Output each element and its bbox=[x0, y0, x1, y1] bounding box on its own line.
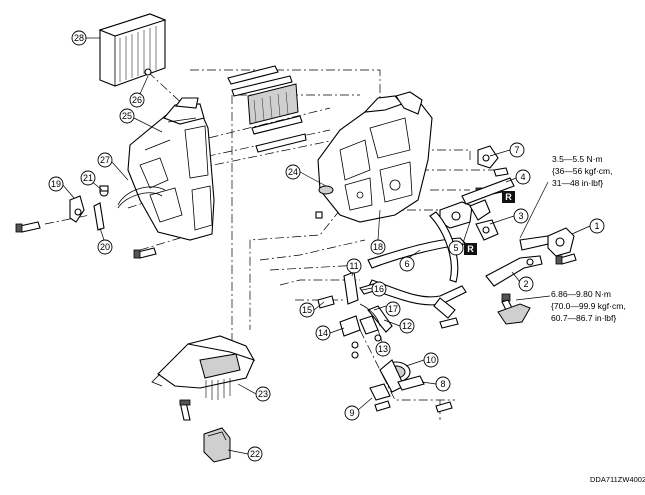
bracket-part bbox=[477, 145, 499, 169]
air-filter-part bbox=[98, 13, 167, 87]
link-plate-part bbox=[461, 177, 515, 205]
link-rod-part bbox=[117, 186, 166, 209]
callout-14: 14 bbox=[315, 325, 331, 341]
leader-lines bbox=[61, 37, 591, 455]
replace-badge-upper: R bbox=[502, 191, 515, 203]
torque-spec-lower: 6.86—9.80 N·m {70.0—99.9 kgf·cm, 60.7—86… bbox=[551, 289, 626, 323]
svg-text:4: 4 bbox=[520, 172, 525, 182]
callout-4: 4 bbox=[515, 169, 531, 185]
replace-badge-lower: R bbox=[464, 243, 477, 255]
callout-3: 3 bbox=[513, 208, 529, 224]
callout-28: 28 bbox=[71, 30, 87, 46]
left-linkage-parts bbox=[69, 185, 109, 231]
svg-text:6.86—9.80 N·m: 6.86—9.80 N·m bbox=[551, 289, 611, 299]
svg-text:R: R bbox=[467, 244, 474, 254]
link-arm-part bbox=[485, 255, 543, 287]
callout-8: 8 bbox=[435, 376, 451, 392]
svg-text:{70.0—99.9 kgf·cm,: {70.0—99.9 kgf·cm, bbox=[551, 301, 626, 311]
svg-text:18: 18 bbox=[373, 242, 383, 252]
callout-10: 10 bbox=[423, 352, 439, 368]
callout-1: 1 bbox=[589, 218, 605, 234]
svg-text:20: 20 bbox=[100, 242, 110, 252]
callout-22: 22 bbox=[247, 446, 263, 462]
heater-case-left-part bbox=[127, 97, 215, 241]
svg-text:9: 9 bbox=[349, 408, 354, 418]
callout-25: 25 bbox=[119, 108, 135, 124]
svg-text:31—48 in·lbf}: 31—48 in·lbf} bbox=[552, 178, 603, 188]
screw-part bbox=[144, 68, 152, 76]
svg-text:24: 24 bbox=[288, 167, 298, 177]
lower-link-part bbox=[369, 375, 425, 401]
actuator-gear-part bbox=[379, 359, 411, 393]
callout-20: 20 bbox=[97, 239, 113, 255]
callout-19: 19 bbox=[48, 176, 64, 192]
svg-text:28: 28 bbox=[74, 33, 84, 43]
svg-text:{36—56 kgf·cm,: {36—56 kgf·cm, bbox=[552, 166, 612, 176]
svg-text:5: 5 bbox=[453, 243, 458, 253]
svg-text:3: 3 bbox=[518, 211, 523, 221]
callout-18: 18 bbox=[370, 239, 386, 255]
callout-13: 13 bbox=[375, 341, 391, 357]
torque-spec-upper: 3.5—5.5 N·m {36—56 kgf·cm, 31—48 in·lbf} bbox=[552, 154, 612, 188]
svg-text:19: 19 bbox=[51, 179, 61, 189]
svg-text:12: 12 bbox=[402, 321, 412, 331]
callout-21: 21 bbox=[80, 170, 96, 186]
figure-code: DDA711ZW4002 bbox=[590, 475, 645, 484]
actuator-housing-part bbox=[151, 335, 256, 400]
callout-2: 2 bbox=[518, 276, 534, 292]
svg-text:25: 25 bbox=[122, 111, 132, 121]
actuator-bracket-part bbox=[439, 199, 499, 241]
svg-text:8: 8 bbox=[440, 379, 445, 389]
callout-16: 16 bbox=[371, 281, 387, 297]
callout-26: 26 bbox=[129, 92, 145, 108]
callout-7: 7 bbox=[509, 142, 525, 158]
svg-text:22: 22 bbox=[250, 449, 260, 459]
svg-text:13: 13 bbox=[378, 344, 388, 354]
svg-text:2: 2 bbox=[523, 279, 528, 289]
svg-text:6: 6 bbox=[404, 259, 409, 269]
svg-text:23: 23 bbox=[258, 389, 268, 399]
callout-11: 11 bbox=[346, 258, 362, 274]
callout-6: 6 bbox=[399, 256, 415, 272]
svg-text:16: 16 bbox=[374, 284, 384, 294]
svg-text:60.7—86.7 in·lbf}: 60.7—86.7 in·lbf} bbox=[551, 313, 616, 323]
callout-15: 15 bbox=[299, 302, 315, 318]
svg-text:7: 7 bbox=[514, 145, 519, 155]
svg-text:14: 14 bbox=[318, 328, 328, 338]
svg-text:10: 10 bbox=[426, 355, 436, 365]
svg-text:3.5—5.5 N·m: 3.5—5.5 N·m bbox=[552, 154, 603, 164]
svg-text:27: 27 bbox=[100, 155, 110, 165]
svg-text:R: R bbox=[505, 192, 512, 202]
callout-5: 5 bbox=[448, 240, 464, 256]
heater-case-right-part bbox=[315, 91, 433, 223]
pipe-assembly-part bbox=[367, 211, 468, 319]
heater-core-fins bbox=[227, 65, 307, 153]
callout-24: 24 bbox=[285, 164, 301, 180]
svg-text:11: 11 bbox=[349, 261, 358, 271]
callout-17: 17 bbox=[385, 301, 401, 317]
svg-text:15: 15 bbox=[302, 305, 312, 315]
callout-9: 9 bbox=[344, 405, 360, 421]
mode-lever-part bbox=[519, 227, 575, 257]
callout-23: 23 bbox=[255, 386, 271, 402]
cover-cap-part bbox=[203, 427, 231, 463]
svg-text:21: 21 bbox=[83, 173, 93, 183]
svg-text:1: 1 bbox=[594, 221, 599, 231]
callout-27: 27 bbox=[97, 152, 113, 168]
washer-part bbox=[497, 303, 531, 325]
callout-12: 12 bbox=[399, 318, 415, 334]
svg-text:17: 17 bbox=[388, 304, 398, 314]
svg-text:26: 26 bbox=[132, 95, 142, 105]
